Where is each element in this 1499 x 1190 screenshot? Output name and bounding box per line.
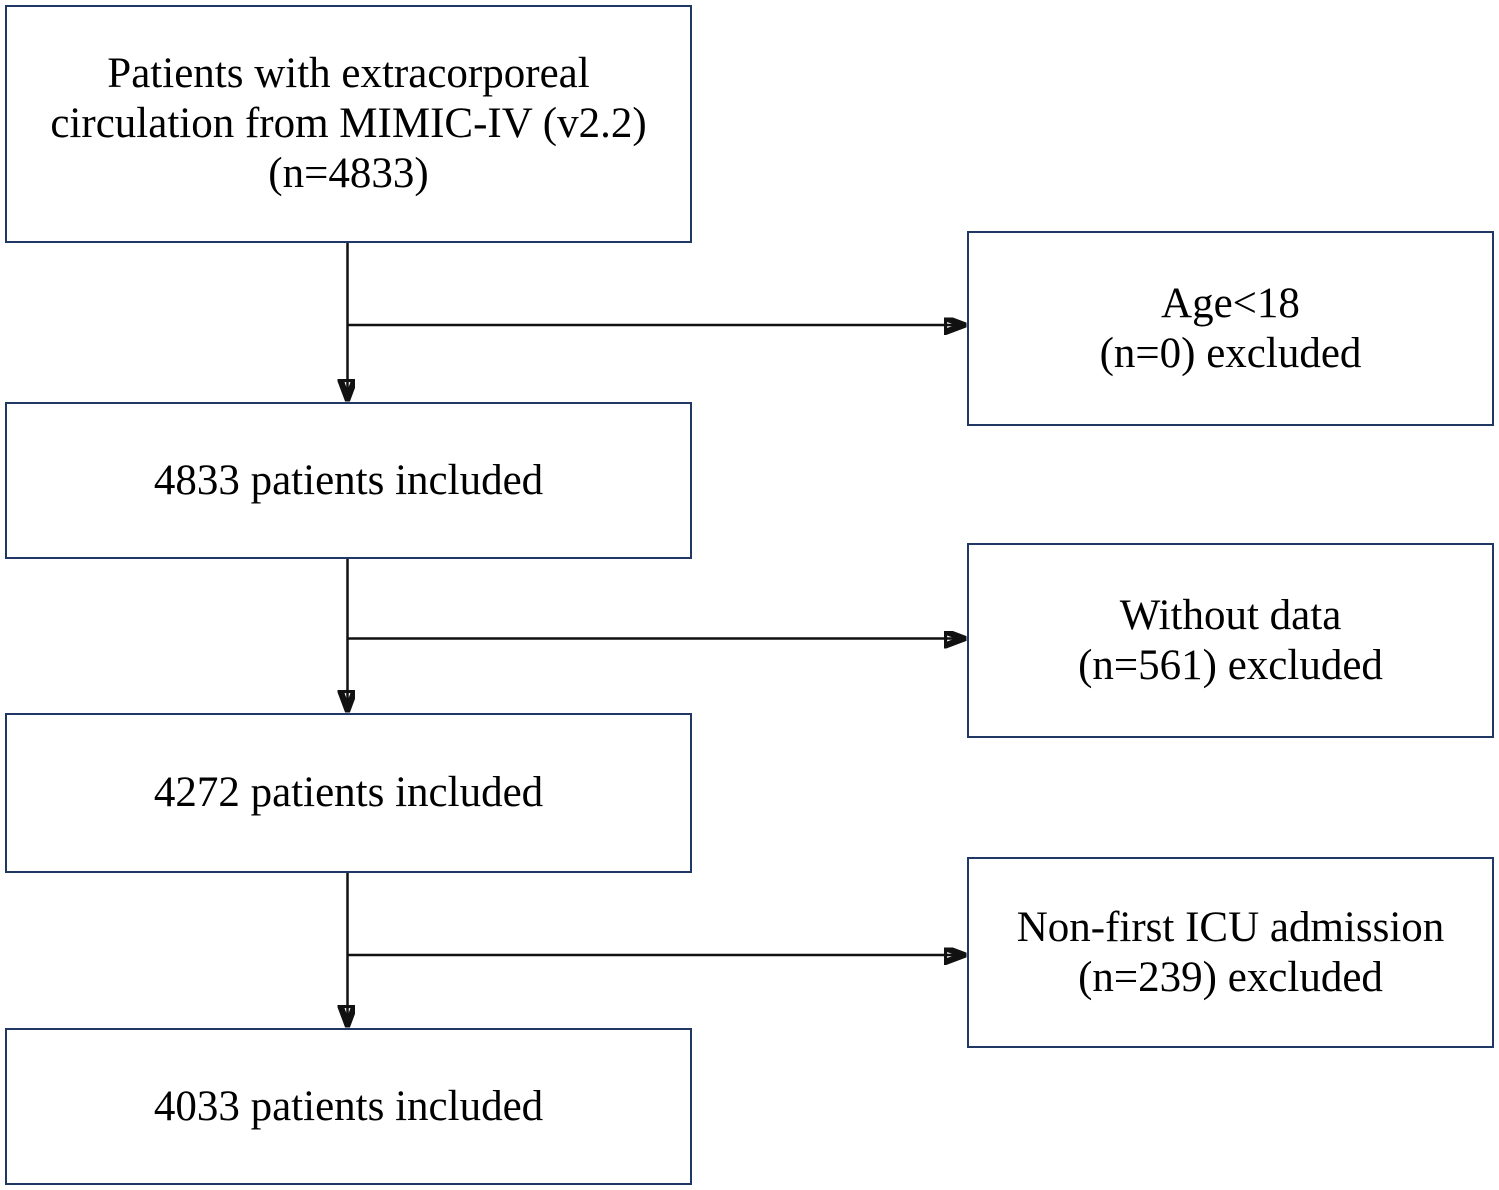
box-text-line: 4833 patients included (153, 456, 544, 504)
box-text-line: (n=561) excluded (1078, 641, 1383, 689)
box-exclusion-age: Age<18 (n=0) excluded (967, 231, 1494, 426)
box-text-line: (n=4833) (268, 150, 429, 197)
box-exclusion-without-data: Without data (n=561) excluded (967, 543, 1494, 738)
box-included-4272: 4272 patients included (5, 713, 692, 873)
box-text-line: 4033 patients included (153, 1082, 544, 1130)
box-text-line: (n=239) excluded (1078, 953, 1383, 1001)
box-text-line: Age<18 (1161, 279, 1300, 327)
box-included-4833: 4833 patients included (5, 402, 692, 559)
box-source-population: Patients with extracorporeal circulation… (5, 5, 692, 243)
box-text-line: circulation from MIMIC-IV (v2.2) (50, 100, 647, 147)
box-text-line: 4272 patients included (153, 769, 544, 816)
box-text-line: Patients with extracorporeal (107, 50, 590, 97)
box-text-line: (n=0) excluded (1099, 329, 1362, 377)
box-included-4033: 4033 patients included (5, 1028, 692, 1185)
box-exclusion-non-first-icu: Non-first ICU admission (n=239) excluded (967, 857, 1494, 1048)
box-text-line: Non-first ICU admission (1016, 903, 1445, 951)
box-text-line: Without data (1119, 591, 1342, 639)
